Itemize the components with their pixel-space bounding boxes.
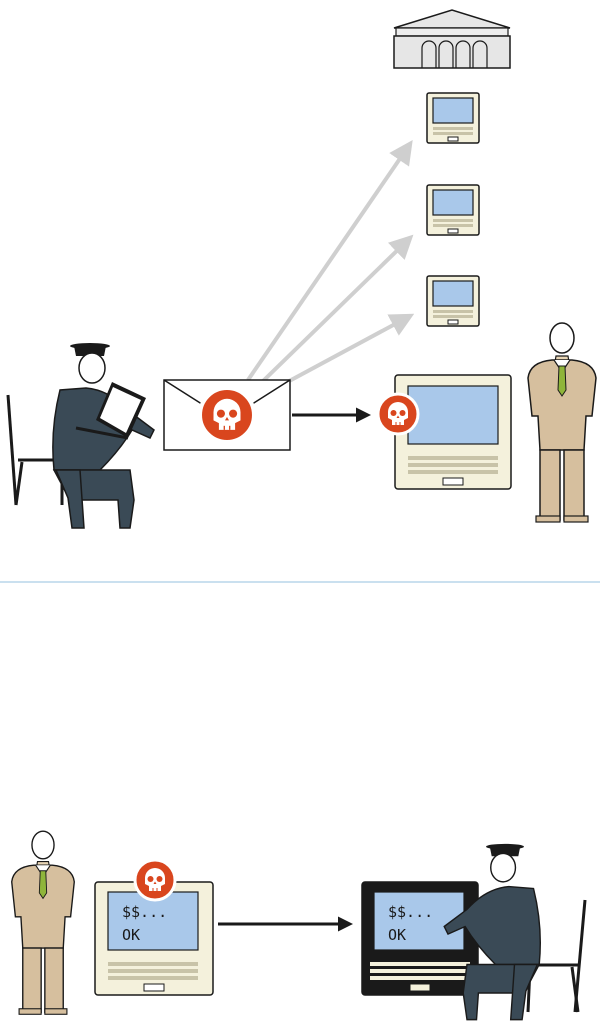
attacker-figure <box>443 843 587 1021</box>
victim-figure <box>527 322 597 523</box>
victim-figure <box>11 830 75 1015</box>
attacker-figure <box>6 342 155 529</box>
skull-icon <box>133 858 177 902</box>
screen-line-1: $$... <box>388 903 433 921</box>
screen-line-1: $$... <box>122 903 167 921</box>
computer-icon <box>426 184 480 236</box>
computer-icon <box>426 92 480 144</box>
bank-icon <box>393 9 511 69</box>
laptop-icon <box>75 382 146 440</box>
computer-icon <box>426 275 480 327</box>
victim-computer: $$... OK <box>94 881 214 996</box>
skull-icon <box>376 392 420 436</box>
skull-icon <box>200 388 254 442</box>
screen-line-2: OK <box>122 926 140 944</box>
victim-computer <box>394 374 512 490</box>
spread-arrows <box>246 140 415 388</box>
screen-line-2: OK <box>388 926 406 944</box>
attacker-computer: $$... OK <box>361 881 479 996</box>
